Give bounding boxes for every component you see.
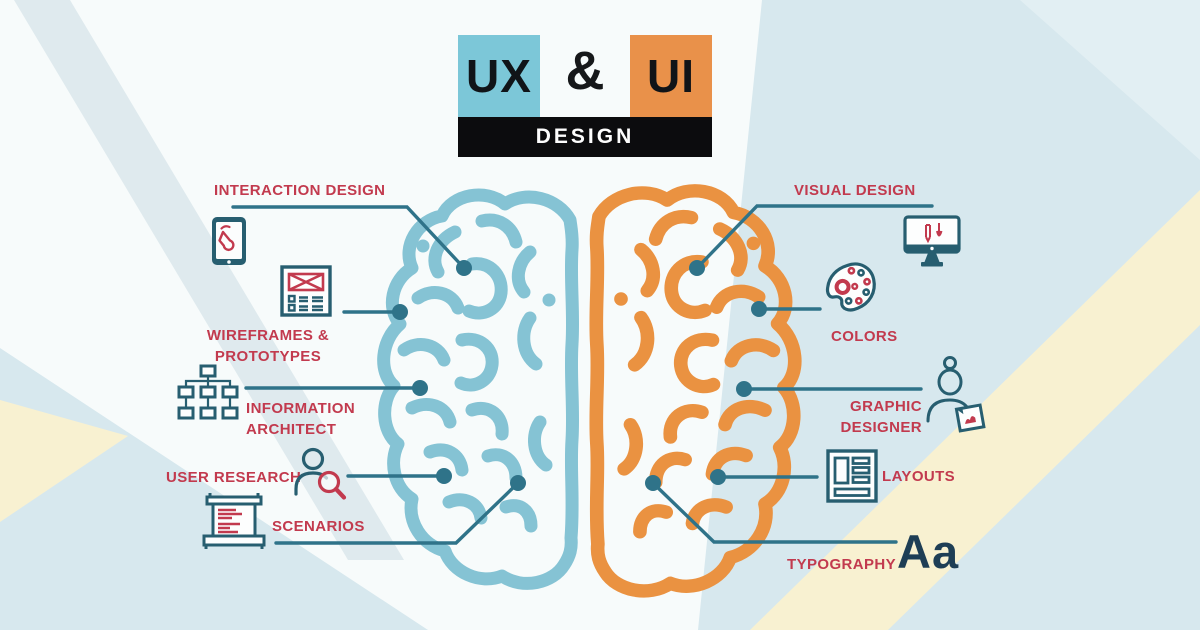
- designer-person-icon: [926, 356, 986, 433]
- label-colors: COLORS: [831, 328, 898, 345]
- label-graphic-designer: GRAPHIC DESIGNER: [840, 398, 922, 436]
- palette-icon: [825, 262, 876, 312]
- label-layouts: LAYOUTS: [882, 468, 956, 485]
- label-wireframes-prototypes: WIREFRAMES & PROTOTYPES: [206, 327, 330, 365]
- label-interaction-design: INTERACTION DESIGN: [214, 182, 386, 199]
- brain-right-hemisphere: [596, 191, 795, 591]
- ui-badge-label: UI: [647, 50, 695, 102]
- monitor-design-icon: [903, 215, 961, 267]
- connector-lines: [231, 204, 934, 545]
- tablet-touch-icon: [212, 217, 246, 265]
- ux-badge-label: UX: [466, 50, 532, 102]
- sitemap-icon: [177, 364, 239, 420]
- typography-sample: Aa: [897, 525, 960, 578]
- wireframe-icon: [280, 265, 332, 317]
- scroll-icon: [202, 493, 266, 549]
- label-visual-design: VISUAL DESIGN: [794, 182, 916, 199]
- design-bar-label: DESIGN: [535, 125, 635, 148]
- label-information-architect: INFORMATION ARCHITECT: [246, 400, 356, 438]
- connector-dots: [392, 260, 767, 491]
- ampersand: &: [565, 41, 605, 101]
- label-scenarios: SCENARIOS: [272, 518, 365, 535]
- user-magnifier-icon: [294, 447, 347, 500]
- label-user-research: USER RESEARCH: [166, 469, 302, 486]
- label-typography: TYPOGRAPHY: [787, 556, 897, 573]
- design-bar: DESIGN: [458, 117, 712, 157]
- ui-badge: UI: [630, 35, 712, 117]
- layout-grid-icon: [826, 449, 878, 503]
- ux-badge: UX: [458, 35, 540, 117]
